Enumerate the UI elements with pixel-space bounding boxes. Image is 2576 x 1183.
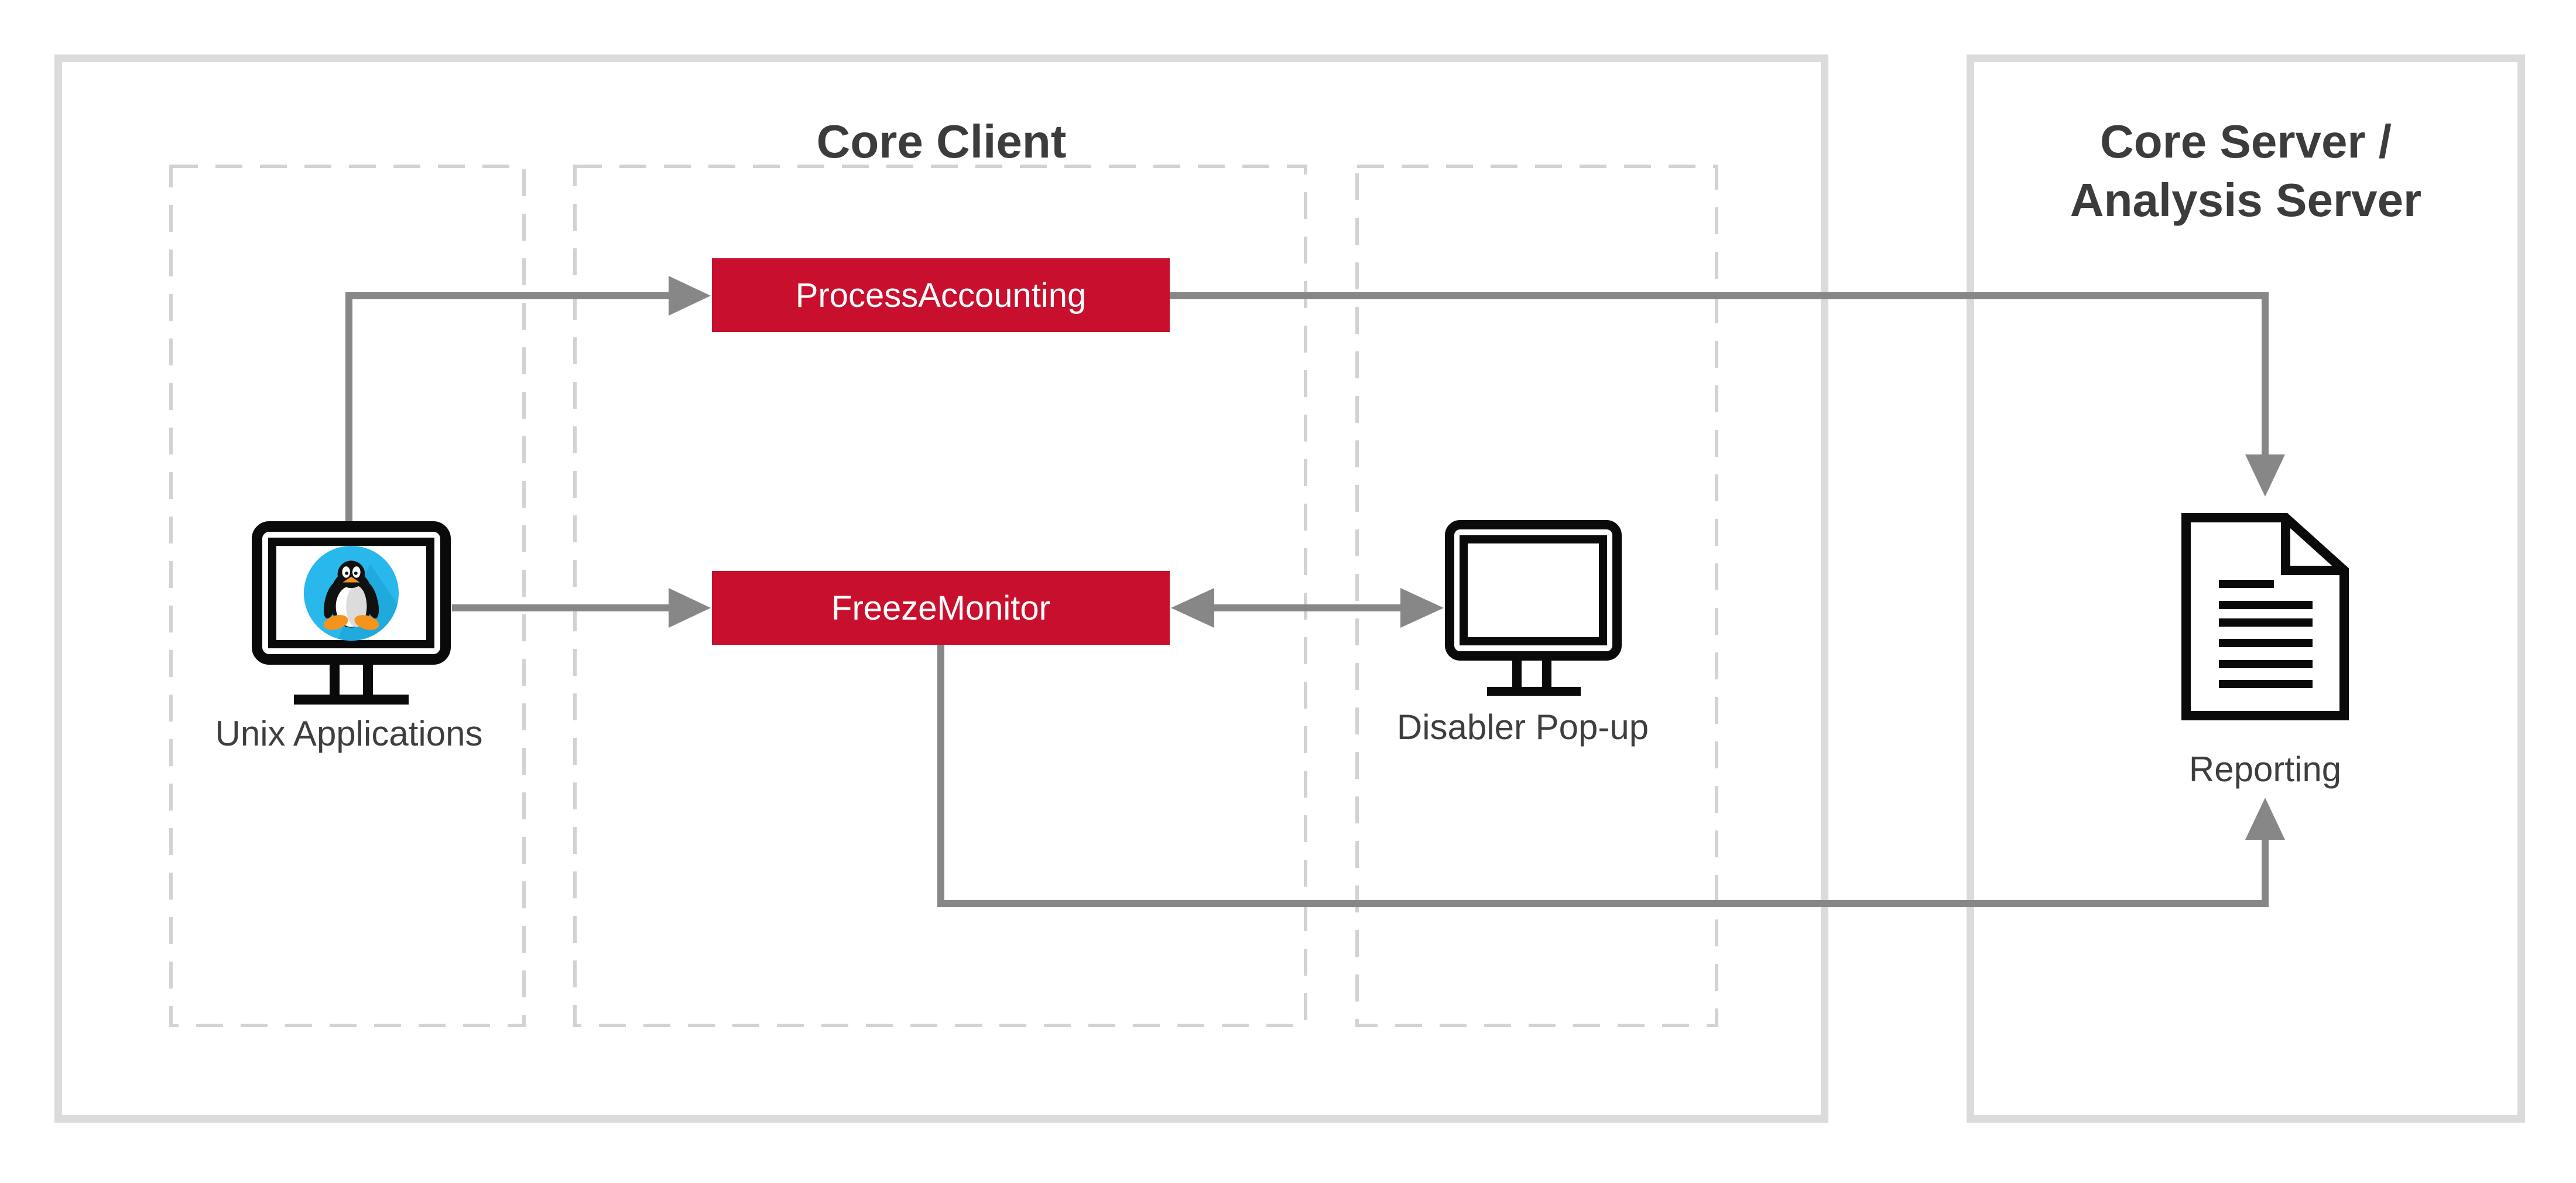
connector-unix-to-processaccounting xyxy=(345,276,711,521)
monitor-stand-base xyxy=(294,695,409,705)
monitor-stand-leg xyxy=(1512,659,1522,688)
unix-apps-dashed-box xyxy=(169,165,526,1027)
connector-freezemonitor-disabler xyxy=(1171,588,1444,628)
tux-icon xyxy=(303,545,399,641)
unix-applications-label: Unix Applications xyxy=(215,714,483,753)
arrowhead-right-icon xyxy=(669,588,711,628)
freeze-monitor-node: FreezeMonitor xyxy=(712,571,1170,645)
arrowhead-right-icon xyxy=(669,276,711,316)
disabler-dashed-box xyxy=(1355,165,1718,1027)
core-client-title: Core Client xyxy=(816,115,1067,167)
arrowhead-down-icon xyxy=(2245,454,2285,497)
connector-freezemonitor-to-reporting xyxy=(937,645,2285,907)
connector-processaccounting-to-reporting xyxy=(1170,292,2285,497)
monitor-stand-leg xyxy=(330,664,340,695)
core-client-box xyxy=(54,54,1828,1123)
arrowhead-up-icon xyxy=(2245,798,2285,840)
freeze-monitor-label: FreezeMonitor xyxy=(831,589,1050,627)
monitor-stand-base xyxy=(1487,687,1581,696)
monitor-icon xyxy=(1445,520,1622,661)
connector-unix-to-freezemonitor xyxy=(452,588,711,628)
monitor-stand-leg xyxy=(363,664,373,695)
linux-monitor-icon xyxy=(252,521,451,665)
arrowhead-right-icon xyxy=(1400,588,1444,628)
agents-dashed-box xyxy=(573,165,1307,1027)
core-server-title-line2: Analysis Server xyxy=(2070,173,2422,226)
process-accounting-node: ProcessAccounting xyxy=(712,258,1170,332)
monitor-stand-leg xyxy=(1542,659,1551,688)
arrowhead-left-icon xyxy=(1171,588,1214,628)
core-server-box xyxy=(1967,54,2525,1123)
document-icon xyxy=(2181,513,2349,720)
core-server-title: Core Server / Analysis Server xyxy=(1967,112,2525,230)
process-accounting-label: ProcessAccounting xyxy=(795,276,1087,314)
core-server-title-line1: Core Server / xyxy=(2099,115,2392,167)
reporting-label: Reporting xyxy=(2188,750,2342,789)
disabler-popup-label: Disabler Pop-up xyxy=(1396,707,1649,747)
